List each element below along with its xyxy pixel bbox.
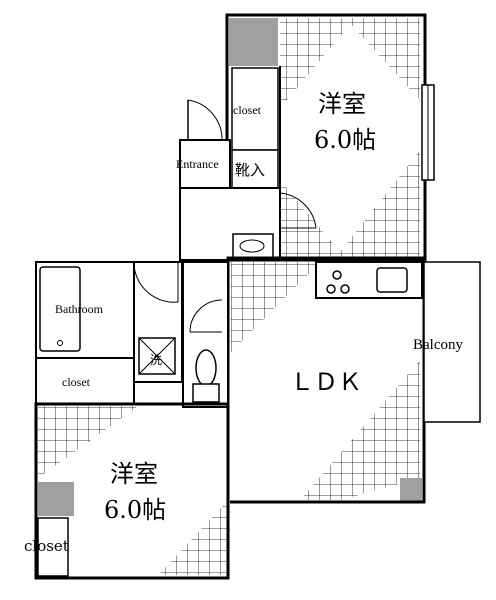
shoe-cupboard-label: 靴入: [235, 161, 265, 179]
washroom: 洗: [133, 261, 183, 383]
bathroom: Bathroom: [35, 261, 135, 359]
closet-lower: closet: [24, 517, 69, 577]
ldk-label: ＬＤＫ: [290, 368, 362, 396]
washbasin: [232, 233, 274, 259]
western-room-2: 洋室 6.0帖: [34, 402, 230, 580]
western-room-1: 洋室 6.0帖: [225, 13, 435, 262]
shoe-cupboard: [231, 149, 279, 189]
entrance-door: [187, 99, 223, 141]
ldk: ＬＤＫ: [226, 256, 426, 504]
room-size: 6.0帖: [314, 126, 376, 154]
closet-label: closet: [233, 103, 262, 117]
pillar: [38, 482, 74, 516]
closet-upper: closet: [231, 67, 279, 151]
room-size: 6.0帖: [104, 496, 166, 524]
closet-label: closet: [62, 375, 91, 389]
balcony-label: Balcony: [413, 337, 463, 353]
room-name: 洋室: [318, 90, 366, 118]
entrance-label: Entrance: [176, 157, 219, 171]
pillar: [229, 18, 278, 66]
bathroom-label: Bathroom: [55, 302, 104, 316]
closet-label: closet: [24, 537, 69, 555]
room-name: 洋室: [110, 460, 158, 488]
closet-middle: closet: [35, 357, 135, 405]
hall: [179, 187, 317, 261]
balcony: Balcony: [413, 261, 481, 423]
washer-pan-label: 洗: [150, 353, 162, 367]
kitchen-sink: [376, 267, 408, 293]
toilet: [182, 261, 229, 408]
bathtub: [39, 266, 81, 352]
